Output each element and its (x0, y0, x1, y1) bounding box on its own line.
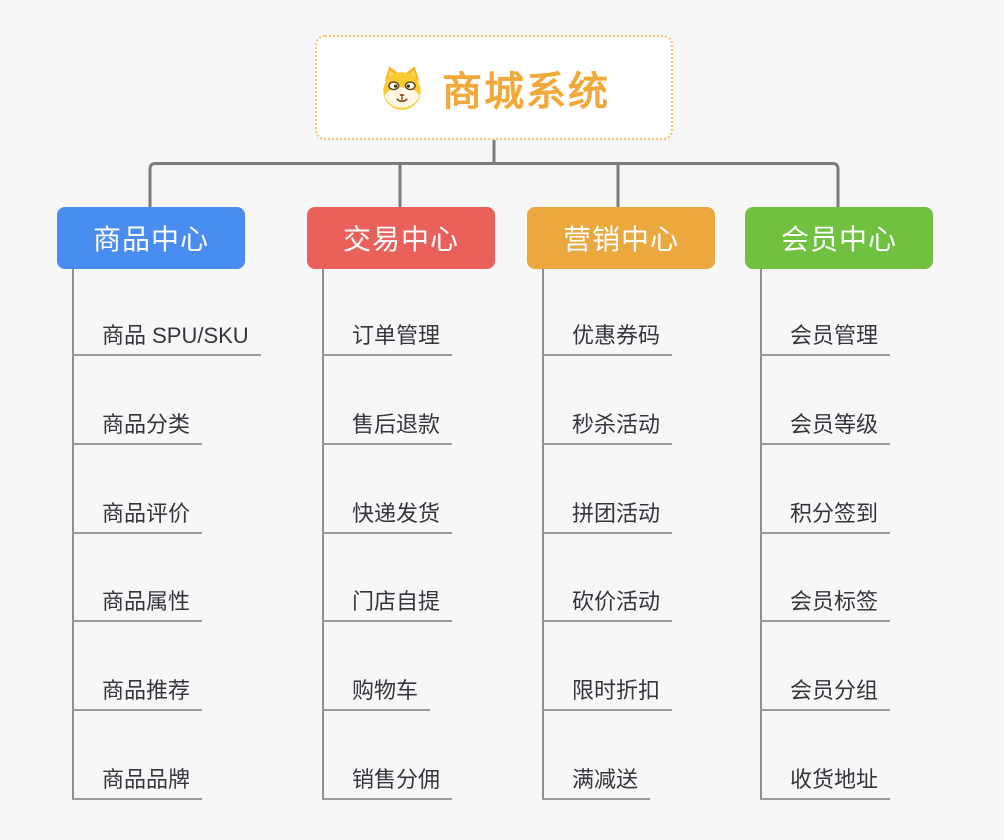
leaf-topic[interactable]: 秒杀活动 (542, 403, 673, 445)
leaf-topic[interactable]: 会员管理 (760, 314, 891, 356)
branch-trade-center: 交易中心 订单管理 售后退款 快递发货 门店自提 购物车 销售分佣 (307, 207, 567, 807)
branch-trunk-line (760, 269, 762, 800)
root-title: 商城系统 (442, 69, 610, 114)
root-node[interactable]: 商城系统 (315, 35, 673, 140)
leaf-topic[interactable]: 商品 SPU/SKU (72, 314, 261, 356)
leaf-topic[interactable]: 满减送 (542, 758, 651, 800)
branch-bus-line (148, 162, 840, 207)
leaf-topic[interactable]: 门店自提 (322, 580, 453, 622)
leaf-topic[interactable]: 商品推荐 (72, 669, 203, 711)
leaf-topic[interactable]: 优惠券码 (542, 314, 673, 356)
leaf-topic[interactable]: 会员标签 (760, 580, 891, 622)
branch-trunk-line (72, 269, 74, 800)
leaf-topic[interactable]: 拼团活动 (542, 492, 673, 534)
leaf-topic[interactable]: 商品品牌 (72, 758, 203, 800)
leaf-topic[interactable]: 砍价活动 (542, 580, 673, 622)
branch-trunk-line (542, 269, 544, 800)
leaf-topic[interactable]: 会员分组 (760, 669, 891, 711)
branch-product-center: 商品中心 商品 SPU/SKU 商品分类 商品评价 商品属性 商品推荐 商品品牌 (57, 207, 317, 807)
category-node-trade[interactable]: 交易中心 (307, 207, 495, 269)
leaf-topic[interactable]: 商品评价 (72, 492, 203, 534)
leaf-topic[interactable]: 销售分佣 (322, 758, 453, 800)
branch-member-center: 会员中心 会员管理 会员等级 积分签到 会员标签 会员分组 收货地址 (745, 207, 1004, 807)
leaf-topic[interactable]: 收货地址 (760, 758, 891, 800)
leaf-topic[interactable]: 会员等级 (760, 403, 891, 445)
branch-marketing-center: 营销中心 优惠券码 秒杀活动 拼团活动 砍价活动 限时折扣 满减送 (527, 207, 787, 807)
leaf-topic[interactable]: 商品分类 (72, 403, 203, 445)
leaf-topic[interactable]: 商品属性 (72, 580, 203, 622)
leaf-topic[interactable]: 快递发货 (322, 492, 453, 534)
category-node-marketing[interactable]: 营销中心 (527, 207, 715, 269)
leaf-topic[interactable]: 限时折扣 (542, 669, 673, 711)
leaf-topic[interactable]: 售后退款 (322, 403, 453, 445)
branch-trunk-line (322, 269, 324, 800)
leaf-topic[interactable]: 购物车 (322, 669, 431, 711)
leaf-topic[interactable]: 订单管理 (322, 314, 453, 356)
category-node-member[interactable]: 会员中心 (745, 207, 933, 269)
leaf-topic[interactable]: 积分签到 (760, 492, 891, 534)
category-node-product[interactable]: 商品中心 (57, 207, 245, 269)
shiba-dog-icon (378, 64, 426, 112)
